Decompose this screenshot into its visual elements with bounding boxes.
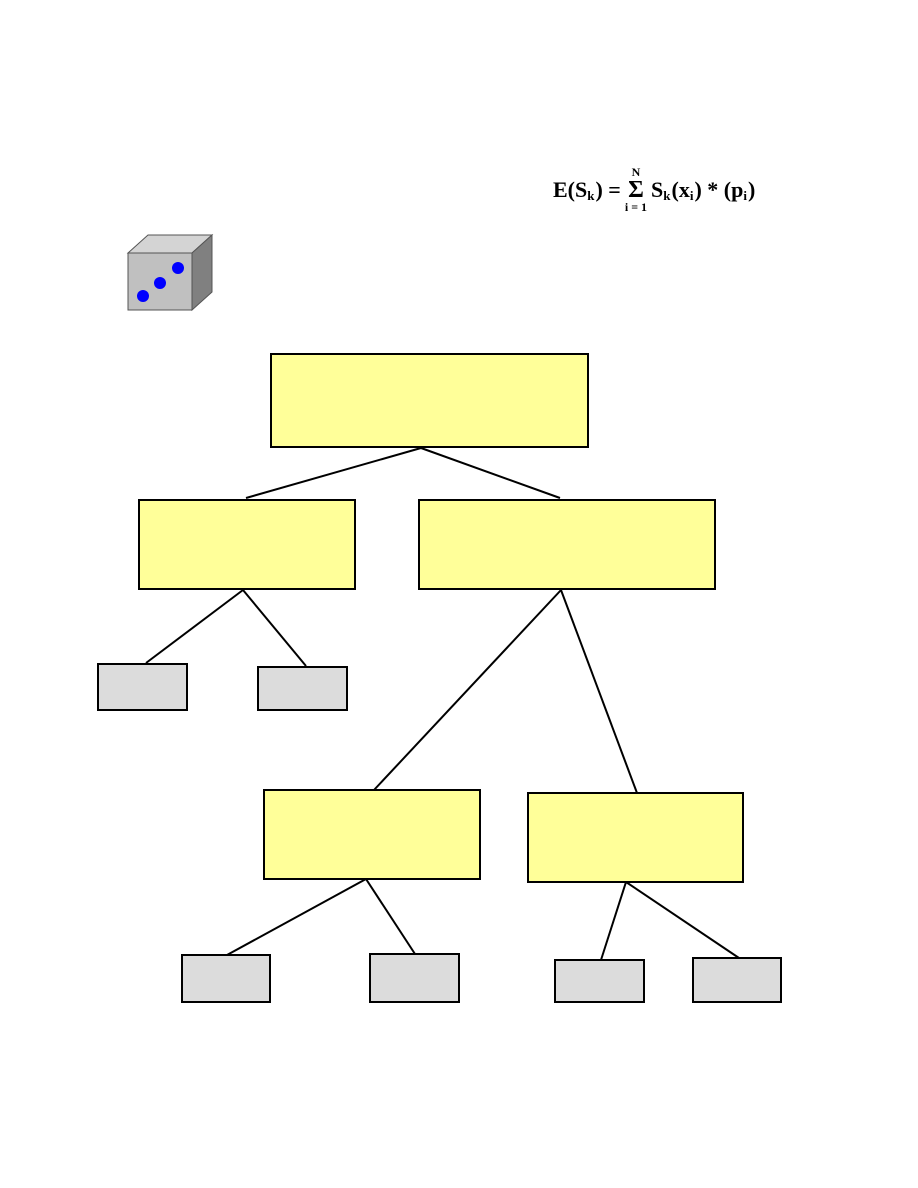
edge	[560, 589, 638, 794]
right-right-node	[527, 792, 744, 883]
formula-lower-limit: i = 1	[624, 200, 648, 214]
formula-upper-limit: N	[631, 165, 641, 179]
formula-close: )	[747, 177, 756, 202]
expected-value-formula: E(S k ) = N Σ i = 1 S k (x i ) * (p i )	[553, 166, 755, 214]
edge	[373, 589, 562, 791]
formula-lhs-sub: k	[587, 187, 595, 203]
left-node	[138, 499, 356, 590]
edge	[600, 881, 627, 961]
edge	[242, 589, 307, 667]
edge	[365, 878, 416, 955]
formula-equals: ) =	[595, 177, 621, 202]
edge	[245, 447, 422, 499]
die-icon	[126, 233, 214, 312]
edge	[420, 447, 561, 499]
leaf-node	[369, 953, 460, 1003]
formula-lhs: E(S	[553, 177, 588, 202]
formula-sigma: Σ	[628, 177, 644, 203]
edge	[145, 589, 244, 664]
formula-x-sub: i	[689, 187, 694, 203]
right-node	[418, 499, 716, 590]
leaf-node	[554, 959, 645, 1003]
leaf-node	[97, 663, 188, 711]
edge	[226, 878, 367, 956]
formula-term-sub: k	[663, 187, 671, 203]
formula-term: S	[651, 177, 664, 202]
formula-p-sub: i	[743, 187, 747, 203]
root-node	[270, 353, 589, 448]
formula-times-p: ) * (p	[694, 177, 744, 202]
right-left-node	[263, 789, 481, 880]
leaf-node	[257, 666, 348, 711]
edge	[625, 881, 740, 959]
leaf-node	[692, 957, 782, 1003]
leaf-node	[181, 954, 271, 1003]
formula-x: (x	[671, 177, 690, 202]
formula-summation: N Σ i = 1	[625, 166, 647, 214]
